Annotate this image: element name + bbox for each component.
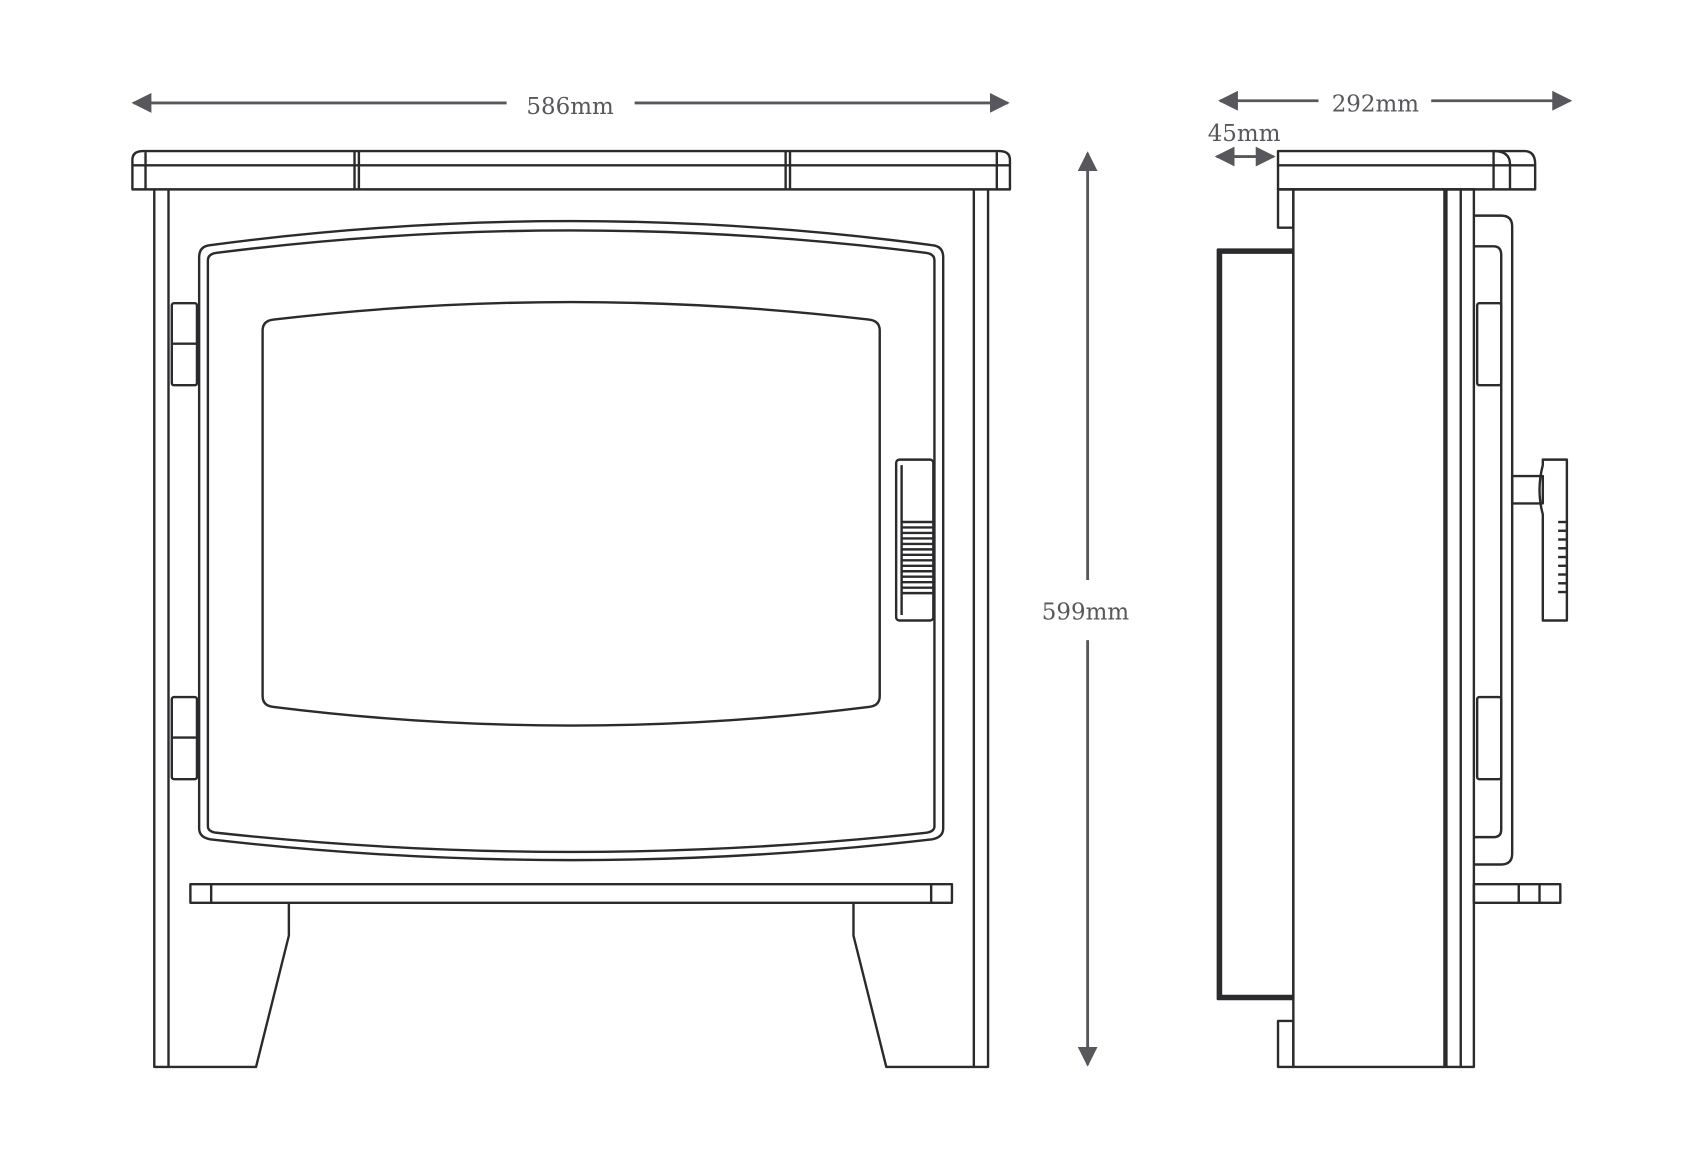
hearth-shelf <box>189 882 954 904</box>
side-body <box>1292 188 1476 1069</box>
hinge-bottom <box>170 695 199 781</box>
rear-spacer-top <box>1276 188 1295 229</box>
side-door-profile <box>1473 214 1514 866</box>
side-hearth-shelf <box>1472 882 1562 904</box>
door <box>197 219 945 862</box>
dimension-rear-offset: 45mm <box>1208 121 1281 167</box>
side-view <box>1216 149 1569 1069</box>
stove-body <box>153 189 990 1069</box>
rear-spacer-bottom <box>1276 1019 1295 1069</box>
hinge-top <box>170 301 199 387</box>
side-top-slab <box>1276 149 1537 191</box>
top-slab <box>131 149 1012 191</box>
door-handle <box>894 458 935 622</box>
side-door-handle <box>1510 458 1569 622</box>
side-hinge-bottom <box>1475 695 1503 781</box>
rear-panel <box>1216 248 1295 1001</box>
dimension-side-depth: 292mm <box>1218 90 1573 118</box>
height-label: 599mm <box>1042 599 1130 625</box>
rear-offset-label: 45mm <box>1208 121 1281 147</box>
dimension-height: 599mm <box>1042 151 1130 1067</box>
front-width-label: 586mm <box>526 94 614 120</box>
door-window <box>261 300 881 727</box>
front-view <box>131 149 1012 1069</box>
dimension-front-width: 586mm <box>131 92 1010 120</box>
side-hinge-top <box>1475 301 1503 387</box>
side-depth-label: 292mm <box>1332 92 1420 118</box>
